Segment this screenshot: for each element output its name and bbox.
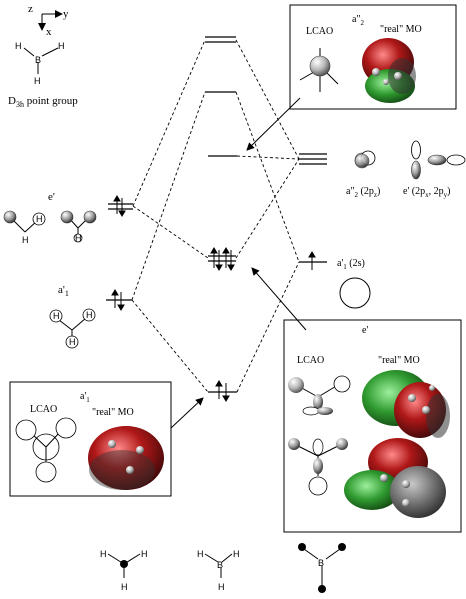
coordinate-axes: z y x bbox=[28, 3, 69, 38]
inset-a2pp-real-label: "real" MO bbox=[380, 24, 422, 35]
hydrogen-atom: H bbox=[53, 311, 60, 321]
inset-a1-prime: a'1 LCAO "real" MO bbox=[9, 381, 172, 497]
point-group-label: D3h point group bbox=[8, 95, 78, 109]
hydrogen-atom: H bbox=[36, 214, 43, 224]
boron-2s-orbital bbox=[339, 277, 371, 309]
boron-atom: B bbox=[217, 560, 223, 570]
bottom-bh3-molecule: B H H H bbox=[197, 549, 240, 592]
inset-a2pp-lcao-drawing bbox=[299, 48, 339, 92]
inset-e-mo-render-1 bbox=[362, 370, 450, 438]
hydrogen-atom: H bbox=[58, 41, 65, 51]
hydrogen-atom: H bbox=[197, 549, 204, 559]
arrow-e-inset bbox=[251, 267, 307, 331]
inset-a1-lcao-label: LCAO bbox=[30, 404, 57, 415]
hydrogen-atom: H bbox=[86, 310, 93, 320]
hydrogen-atom: H bbox=[121, 582, 128, 592]
bottom-b-ligand-fragment: B bbox=[298, 543, 346, 593]
e-prime-left-electrons bbox=[113, 195, 126, 217]
boron-atom: B bbox=[318, 558, 324, 568]
hydrogen-atom: H bbox=[15, 41, 22, 51]
a1-group-orbital: H H H bbox=[49, 308, 96, 349]
axis-y-label: y bbox=[63, 8, 69, 20]
hydrogen-atom: H bbox=[218, 582, 225, 592]
bottom-h3-fragment: H H H bbox=[100, 549, 148, 592]
e-prime-group-orbital-2: H bbox=[60, 210, 97, 243]
e-prime-2pxy-label: e' (2px, 2py) bbox=[403, 186, 450, 199]
inset-a2pp: LCAO a"2 "real" MO bbox=[289, 4, 457, 110]
hydrogen-atom: H bbox=[22, 235, 29, 245]
inset-a1-mo-render bbox=[88, 426, 164, 490]
inset-e-lcao-label: LCAO bbox=[297, 355, 324, 366]
inset-a2pp-mo-render bbox=[362, 38, 416, 103]
boron-atom: B bbox=[35, 55, 41, 65]
electron-arrows bbox=[111, 195, 316, 402]
a1-bonding-electrons bbox=[215, 380, 230, 402]
hydrogen-atom: H bbox=[141, 549, 148, 559]
boron-pz-orbital bbox=[354, 150, 376, 169]
inset-a1-lcao-drawing bbox=[15, 417, 77, 483]
a2pp-2pz-label: a"2 (2pz) bbox=[346, 186, 380, 199]
inset-e-lcao-drawing-1 bbox=[288, 375, 351, 416]
e-prime-group-orbital-1: H H bbox=[3, 210, 46, 245]
bh3-structure: B H H H bbox=[15, 41, 65, 86]
inset-e-lcao-drawing-2 bbox=[288, 438, 348, 496]
arrow-a1-inset bbox=[170, 397, 204, 429]
inset-e-prime: e' LCAO "real" MO bbox=[283, 319, 462, 533]
boron-px-py-orbitals bbox=[411, 140, 466, 180]
hydrogen-atom: H bbox=[34, 76, 41, 86]
hydrogen-atom: H bbox=[100, 549, 107, 559]
correlation-lines bbox=[131, 39, 300, 393]
e-prime-group-label: e' bbox=[48, 191, 55, 203]
inset-e-real-label: "real" MO bbox=[378, 355, 420, 366]
a1-2s-label: a'1 (2s) bbox=[337, 258, 365, 271]
inset-a1-real-label: "real" MO bbox=[92, 407, 134, 418]
inset-e-title: e' bbox=[362, 325, 368, 336]
inset-a1-title: a'1 bbox=[80, 391, 90, 404]
a1-group-label: a'1 bbox=[58, 284, 69, 298]
axis-z-label: z bbox=[28, 3, 33, 15]
arrow-a2pp-inset bbox=[246, 97, 301, 151]
hydrogen-atom: H bbox=[233, 549, 240, 559]
a1-boron-electron bbox=[308, 251, 316, 270]
inset-a2pp-lcao-label: LCAO bbox=[306, 26, 333, 37]
hydrogen-atom: H bbox=[69, 337, 76, 347]
e-bonding-electrons bbox=[210, 247, 235, 271]
inset-a2pp-title: a"2 bbox=[352, 14, 365, 27]
axis-x-label: x bbox=[46, 26, 52, 38]
a1-left-electrons bbox=[111, 289, 125, 311]
hydrogen-atom: H bbox=[75, 233, 82, 243]
inset-e-mo-render-2 bbox=[344, 438, 446, 518]
